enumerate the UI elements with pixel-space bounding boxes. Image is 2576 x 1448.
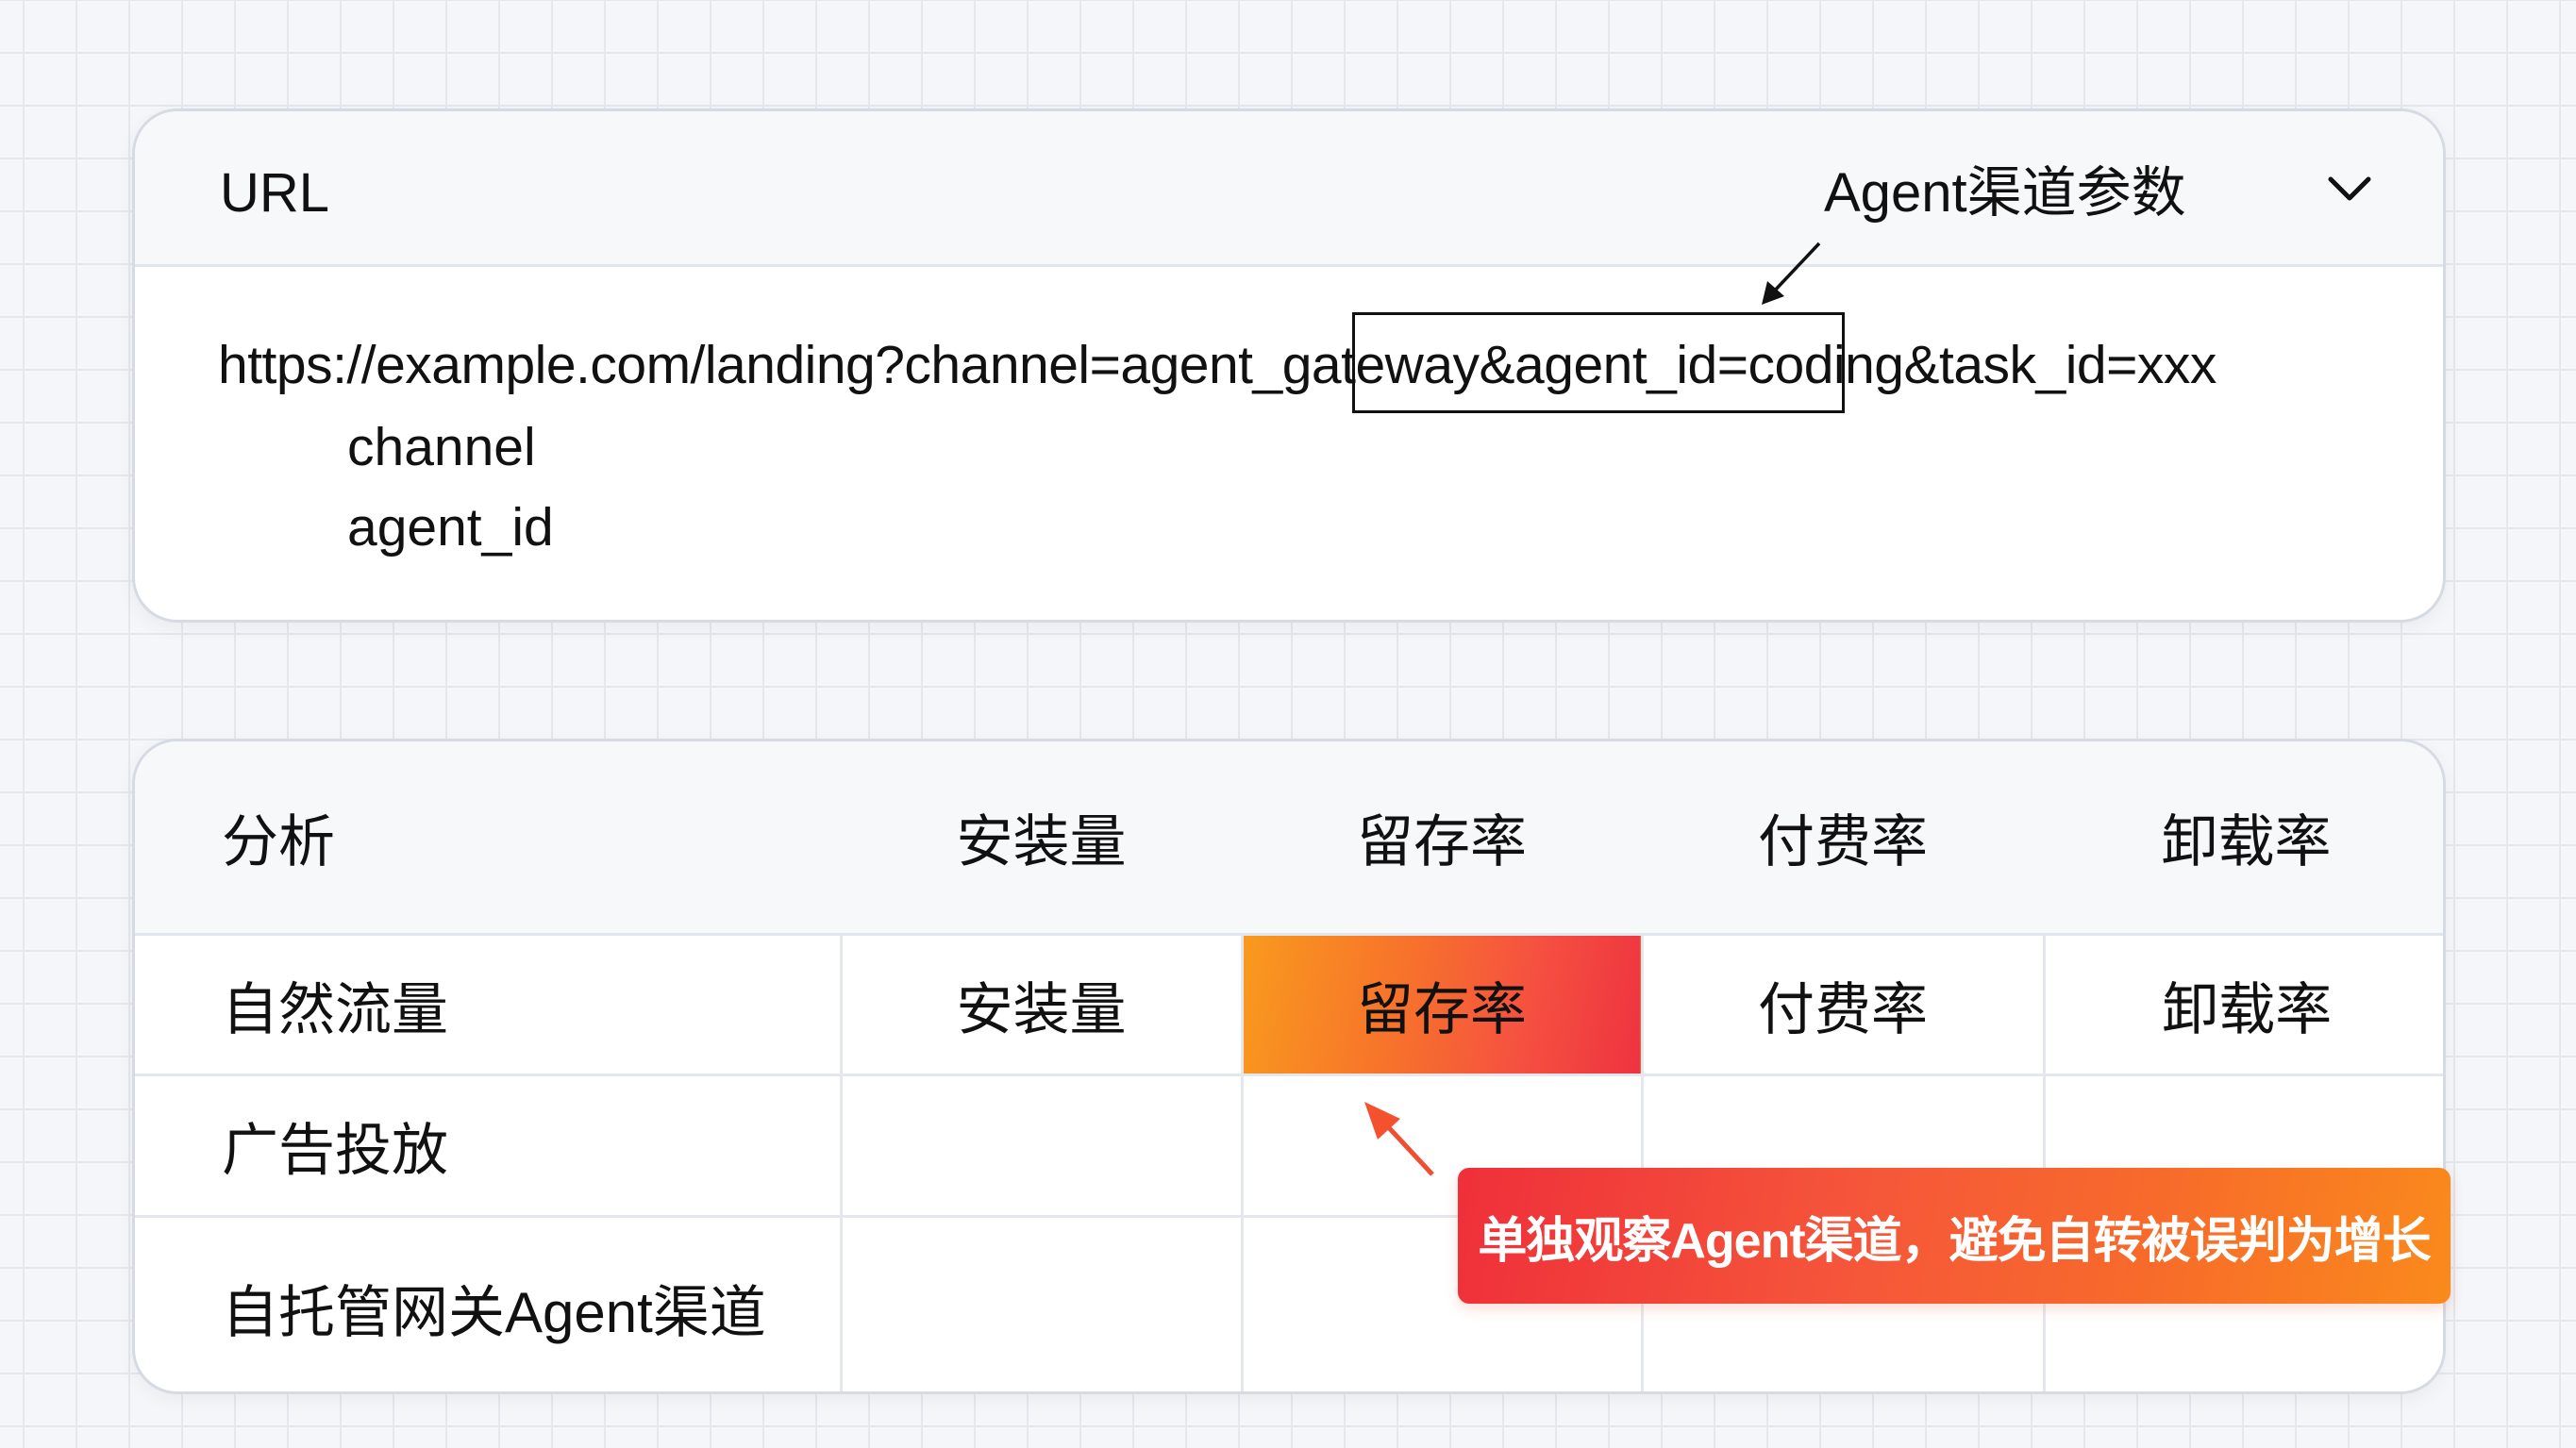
table-cell <box>841 1216 1244 1391</box>
url-highlight-box <box>1352 312 1845 413</box>
row-label-ads: 广告投放 <box>135 1074 843 1218</box>
row-label-agent-channel: 自托管网关Agent渠道 <box>135 1216 843 1391</box>
param-channel: channel <box>347 417 536 477</box>
table-cell: 卸载率 <box>2044 934 2443 1076</box>
analysis-table-panel: 分析 安装量 留存率 付费率 卸载率 自然流量 安装量 留存率 付费率 卸载率 … <box>132 739 2446 1394</box>
chevron-down-icon[interactable] <box>2326 170 2373 208</box>
table-cell: 付费率 <box>1642 934 2046 1076</box>
header-uninstall-rate: 卸载率 <box>2044 741 2443 936</box>
table-header-row: 分析 安装量 留存率 付费率 卸载率 <box>135 741 2443 936</box>
callout-banner: 单独观察Agent渠道，避免自转被误判为增长 <box>1458 1168 2451 1304</box>
agent-channel-params-annotation: Agent渠道参数 <box>1824 162 2186 224</box>
url-panel-header[interactable]: URL Agent渠道参数 <box>135 111 2443 267</box>
url-part-highlighted: _gateway&agent_id <box>1252 335 1718 395</box>
url-part-before: https://example.com/landing?channel=agen… <box>218 335 1253 395</box>
highlighted-retention-cell: 留存率 <box>1242 934 1644 1076</box>
header-retention: 留存率 <box>1242 741 1642 936</box>
callout-arrow-icon <box>1364 1102 1434 1176</box>
header-payment-rate: 付费率 <box>1642 741 2044 936</box>
url-string: https://example.com/landing?channel=agen… <box>218 333 2216 397</box>
url-panel: URL Agent渠道参数 https://example.com/landin… <box>132 108 2446 623</box>
param-agent-id: agent_id <box>347 497 554 558</box>
row-label-organic: 自然流量 <box>135 934 843 1076</box>
header-analysis: 分析 <box>135 741 841 936</box>
table-row: 自然流量 安装量 留存率 付费率 卸载率 <box>135 934 2443 1076</box>
url-part-after: =coding&task_id=xxx <box>1716 335 2217 395</box>
url-label: URL <box>220 162 330 224</box>
table-cell <box>841 1074 1244 1218</box>
header-installs: 安装量 <box>841 741 1242 936</box>
analysis-table: 分析 安装量 留存率 付费率 卸载率 自然流量 安装量 留存率 付费率 卸载率 … <box>135 741 2443 1391</box>
table-cell: 安装量 <box>841 934 1244 1076</box>
